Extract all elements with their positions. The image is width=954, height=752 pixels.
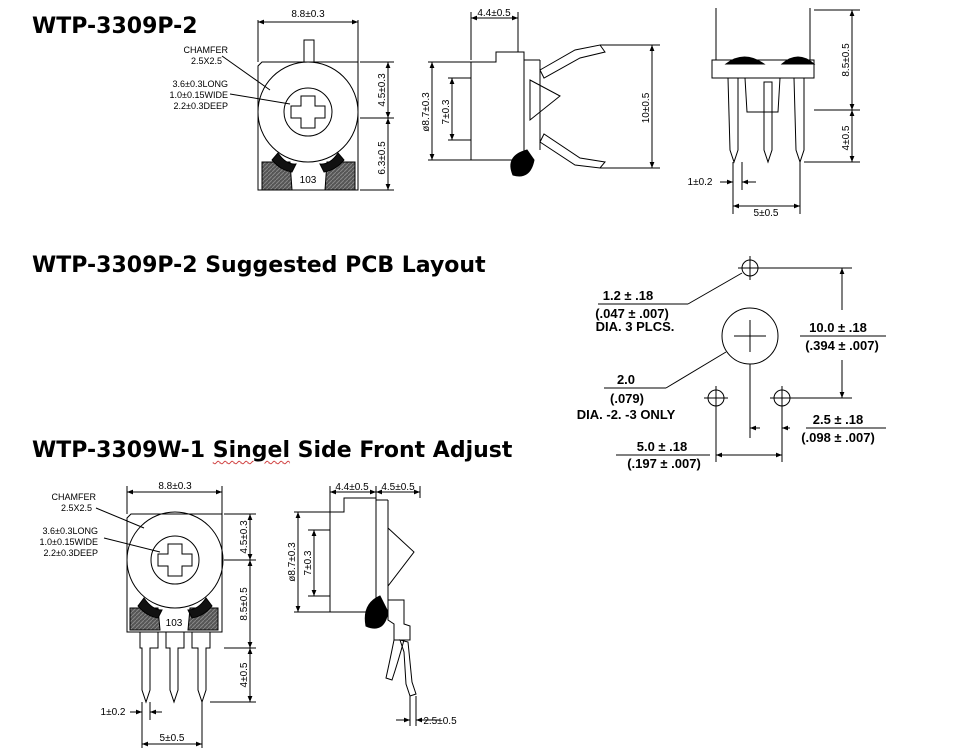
bottom-front-chamfer-label: CHAMFER (52, 492, 97, 502)
bottom-title-model: WTP-3309W-1 (32, 438, 213, 463)
pcb-half-spacing-inch: (.098 ± .007) (801, 430, 875, 445)
top-front-lower-height: 6.3±0.5 (377, 141, 388, 175)
bottom-side-lead-offset: 2.5±0.5 (423, 716, 457, 727)
bottom-model-title: WTP-3309W-1 Singel Side Front Adjust (32, 438, 512, 463)
top-side-body-height: 7±0.3 (441, 99, 452, 124)
bottom-title-rest: Side Front Adjust (290, 438, 513, 463)
top-side-depth: 4.4±0.5 (477, 8, 511, 19)
bottom-side-depth-b: 4.5±0.5 (381, 482, 415, 493)
bottom-front-lower-height: 4±0.5 (239, 662, 250, 687)
pcb-vertical-spacing: 10.0 ± .18 (809, 320, 867, 335)
pcb-large-hole-dia: 2.0 (617, 372, 635, 387)
bottom-front-chamfer-size: 2.5X2.5 (61, 503, 92, 513)
pcb-small-hole-count: DIA. 3 PLCS. (596, 319, 675, 334)
top-model-title: WTP-3309P-2 (32, 14, 198, 39)
bottom-front-slot-deep: 2.2±0.3DEEP (44, 548, 98, 558)
bottom-side-diameter: ø8.7±0.3 (287, 542, 298, 582)
top-right-lead-width: 1±0.2 (688, 177, 713, 188)
top-right-upper-height: 8.5±0.5 (841, 43, 852, 77)
pcb-half-spacing: 2.5 ± .18 (813, 412, 864, 427)
bottom-title-misspelled-word: Singel (212, 438, 291, 463)
top-front-slot-deep: 2.2±0.3DEEP (174, 101, 228, 111)
bottom-side-view (294, 486, 440, 726)
pcb-layout-drawing (598, 256, 886, 462)
top-side-lead-span: 10±0.5 (641, 92, 652, 123)
top-front-slot-long: 3.6±0.3LONG (173, 79, 228, 89)
bottom-front-slot-long: 3.6±0.3LONG (43, 526, 98, 536)
top-front-width: 8.8±0.3 (291, 9, 325, 20)
top-front-chamfer-label: CHAMFER (184, 45, 229, 55)
bottom-front-lead-width: 1±0.2 (101, 707, 126, 718)
top-side-view (428, 12, 660, 177)
top-front-view (221, 19, 394, 191)
pcb-small-hole-dia: 1.2 ± .18 (603, 288, 654, 303)
top-front-upper-height: 4.5±0.3 (377, 73, 388, 107)
top-front-slot-wide: 1.0±0.15WIDE (170, 90, 228, 100)
top-side-diameter: ø8.7±0.3 (421, 92, 432, 132)
bottom-front-code: 103 (166, 618, 183, 629)
pcb-full-spacing: 5.0 ± .18 (637, 439, 688, 454)
bottom-front-mid-height: 8.5±0.5 (239, 587, 250, 621)
top-front-chamfer-size: 2.5X2.5 (191, 56, 222, 66)
pcb-small-hole-dia-inch: (.047 ± .007) (595, 306, 669, 321)
bottom-side-body-height: 7±0.3 (303, 550, 314, 575)
top-right-lower-height: 4±0.5 (841, 125, 852, 150)
bottom-front-slot-wide: 1.0±0.15WIDE (40, 537, 98, 547)
pcb-full-spacing-inch: (.197 ± .007) (627, 456, 701, 471)
pcb-large-hole-dia-inch: (.079) (610, 391, 644, 406)
bottom-front-width: 8.8±0.3 (158, 481, 192, 492)
bottom-front-view (95, 486, 256, 748)
pcb-vertical-spacing-inch: (.394 ± .007) (805, 338, 879, 353)
bottom-front-upper-height: 4.5±0.3 (239, 520, 250, 554)
pcb-large-hole-note: DIA. -2. -3 ONLY (577, 407, 676, 422)
pcb-layout-title: WTP-3309P-2 Suggested PCB Layout (32, 253, 486, 278)
top-front-code: 103 (300, 175, 317, 186)
bottom-side-depth-a: 4.4±0.5 (335, 482, 369, 493)
top-right-view (711, 8, 860, 214)
top-right-pitch: 5±0.5 (754, 208, 779, 219)
bottom-front-pitch: 5±0.5 (160, 733, 185, 744)
